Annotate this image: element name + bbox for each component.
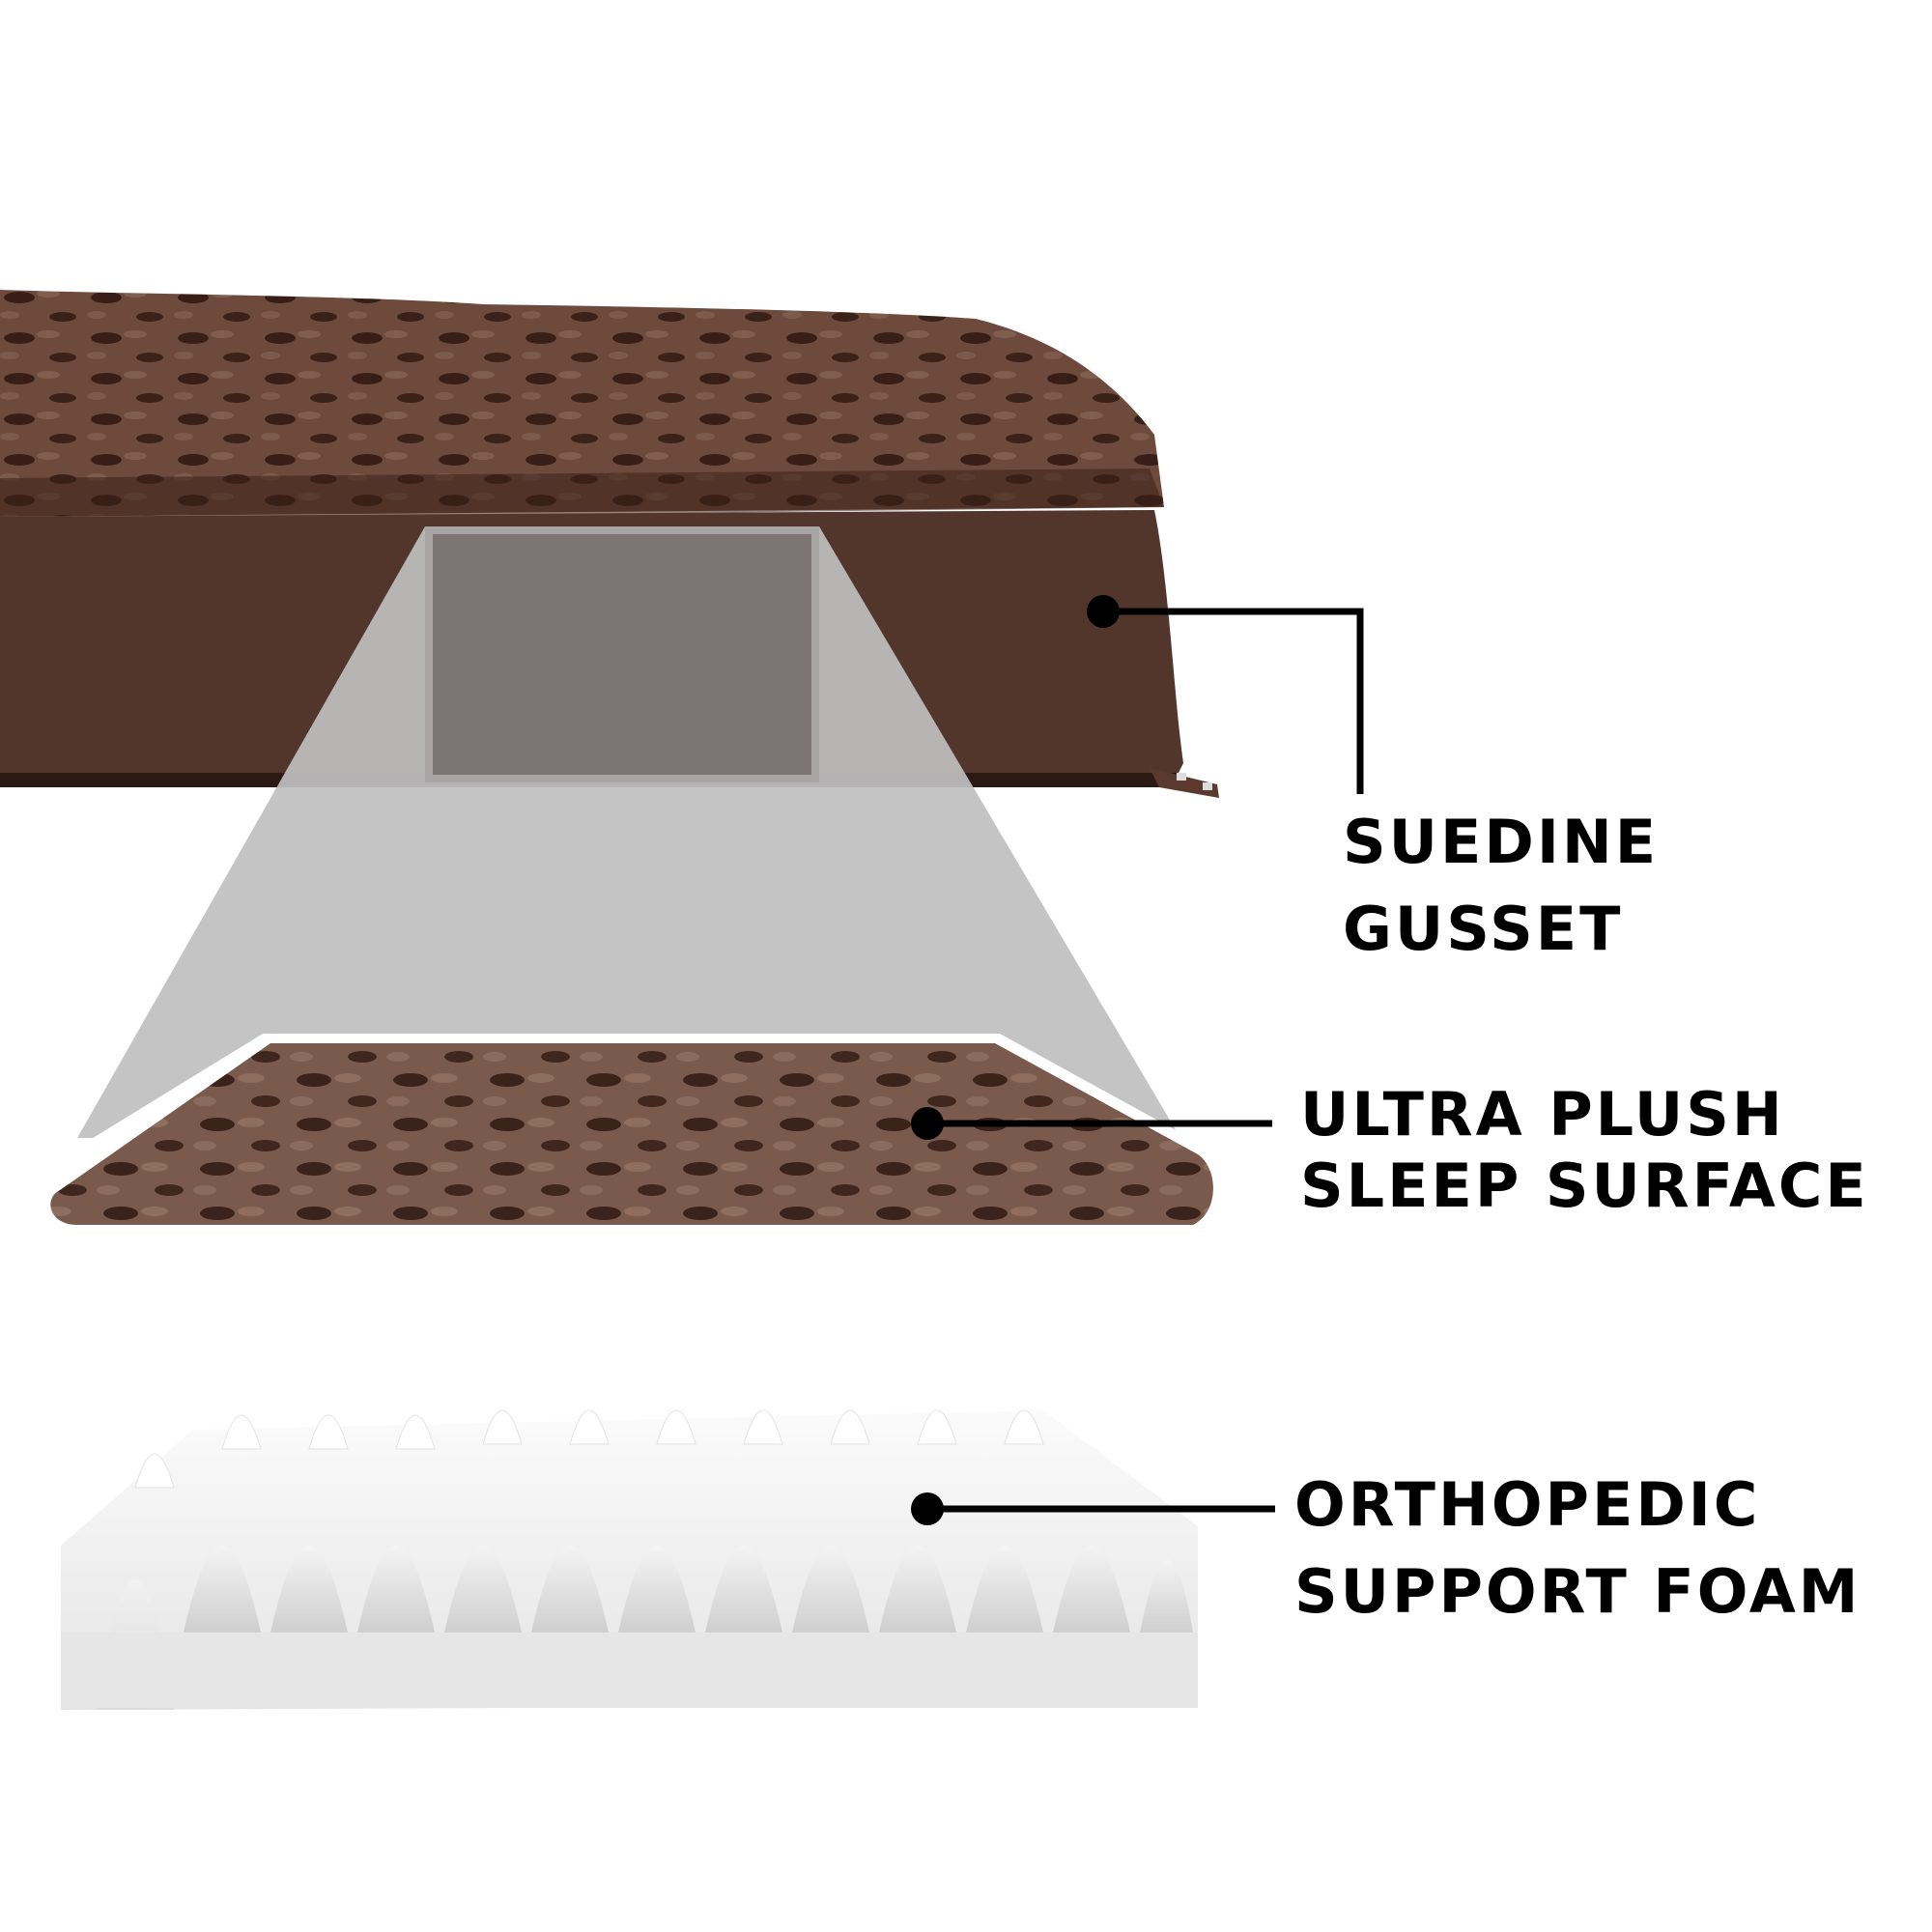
label-line: SLEEP SURFACE xyxy=(1300,1151,1869,1221)
zoom-projection xyxy=(77,526,1180,1138)
label-ultra-plush-sleep-surface: ULTRA PLUSH SLEEP SURFACE xyxy=(1300,1079,1869,1222)
label-suedine-gusset: SUEDINE GUSSET xyxy=(1343,799,1659,973)
label-line: GUSSET xyxy=(1343,894,1624,964)
label-orthopedic-support-foam: ORTHOPEDIC SUPPORT FOAM xyxy=(1294,1462,1861,1635)
label-line: SUEDINE xyxy=(1343,807,1660,877)
leader-gusset xyxy=(1087,595,1364,794)
bed-top-plush xyxy=(0,290,1164,522)
label-line: SUPPORT FOAM xyxy=(1294,1556,1861,1627)
sleep-surface-slab xyxy=(50,1034,1213,1225)
leader-sleep-surface xyxy=(911,1107,1272,1140)
label-line: ULTRA PLUSH xyxy=(1300,1079,1785,1150)
orthopedic-foam xyxy=(61,1409,1198,1710)
label-line: ORTHOPEDIC xyxy=(1294,1469,1761,1540)
highlight-box xyxy=(425,526,819,782)
leader-foam xyxy=(911,1492,1275,1525)
